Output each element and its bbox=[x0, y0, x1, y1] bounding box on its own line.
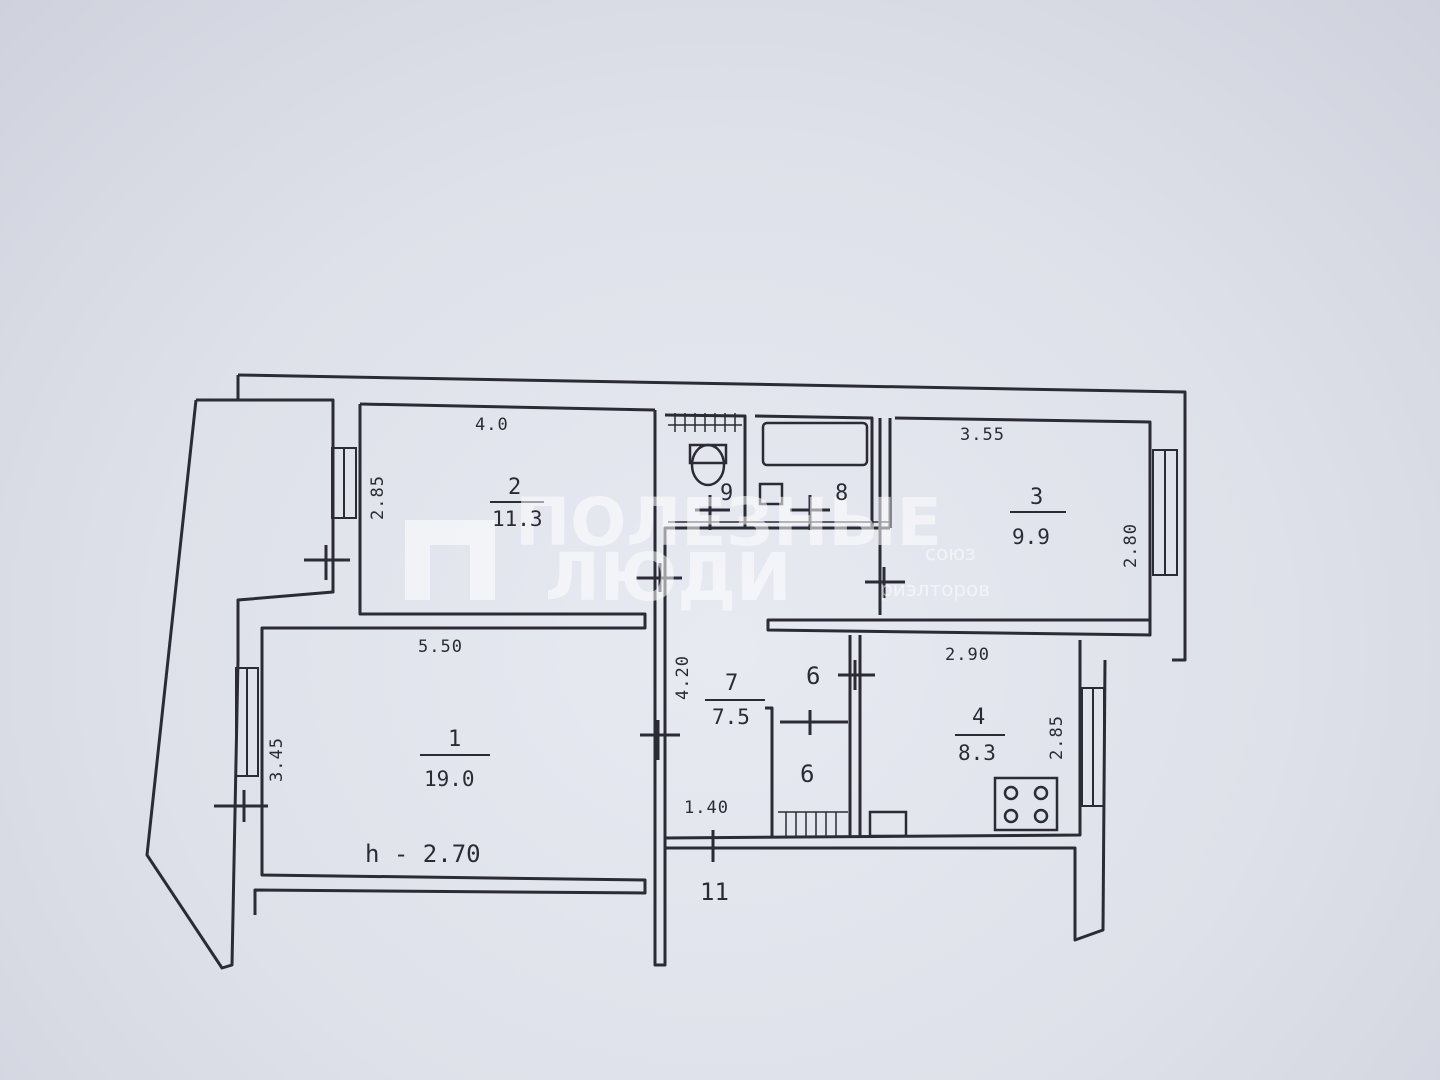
sink-icon bbox=[758, 482, 784, 506]
room-1-number: 1 bbox=[448, 727, 461, 752]
room-2-number: 2 bbox=[508, 475, 521, 500]
room-2-area: 11.3 bbox=[492, 507, 543, 531]
corridor-width: 1.40 bbox=[684, 798, 729, 818]
door-marks bbox=[214, 495, 905, 862]
kitchen-depth: 2.85 bbox=[1047, 715, 1067, 760]
kitchen-width: 2.90 bbox=[945, 645, 990, 665]
walls bbox=[145, 373, 1187, 970]
corridor-number: 7 bbox=[725, 671, 738, 696]
watermark-line-3: союз bbox=[925, 541, 976, 565]
fixtures bbox=[688, 421, 1059, 838]
watermark-line-4: риэлторов bbox=[880, 577, 990, 601]
entrance-number: 11 bbox=[700, 878, 729, 906]
room-3-area: 9.9 bbox=[1012, 525, 1050, 549]
stove-icon bbox=[993, 776, 1059, 832]
room-3-depth: 2.80 bbox=[1121, 523, 1141, 568]
bath-number: 8 bbox=[835, 481, 848, 506]
kitchen-walls bbox=[663, 640, 1107, 942]
kitchen-area: 8.3 bbox=[958, 741, 996, 765]
room-1-area: 19.0 bbox=[424, 767, 475, 791]
corridor-walls bbox=[653, 410, 890, 967]
corridor-area: 7.5 bbox=[712, 705, 750, 729]
watermark-line-2: ЛЮДИ bbox=[545, 539, 791, 616]
balcony-outline bbox=[145, 398, 335, 970]
watermark-line-1: ПОЛЕЗНЫЕ bbox=[515, 484, 942, 561]
fraction-lines bbox=[420, 501, 1066, 756]
room-2-depth: 2.85 bbox=[368, 475, 388, 520]
ceiling-height: h - 2.70 bbox=[365, 840, 481, 868]
watermark-logo bbox=[405, 520, 495, 600]
room-2-width: 4.0 bbox=[475, 415, 509, 435]
closet-walls bbox=[765, 635, 862, 838]
room-1-depth: 3.45 bbox=[267, 737, 287, 782]
corridor-depth: 4.20 bbox=[673, 655, 693, 700]
kitchen-number: 4 bbox=[972, 705, 985, 730]
kitchen-sink-icon bbox=[868, 810, 908, 838]
bathtub-icon bbox=[761, 421, 869, 467]
room-1-width: 5.50 bbox=[418, 637, 463, 657]
windows bbox=[235, 447, 1178, 807]
closet-bottom-number: 6 bbox=[800, 760, 814, 788]
room-3-number: 3 bbox=[1030, 485, 1043, 510]
room-3-walls bbox=[766, 416, 1152, 637]
closet-top-number: 6 bbox=[806, 662, 820, 690]
watermark: ПОЛЕЗНЫЕ ЛЮДИ союз риэлторов bbox=[405, 484, 990, 616]
wc-number: 9 bbox=[720, 481, 733, 506]
toilet-icon bbox=[690, 443, 726, 487]
room-1-walls bbox=[253, 628, 647, 915]
wc-walls bbox=[664, 413, 747, 528]
bath-walls bbox=[754, 414, 874, 528]
tile-hatching bbox=[668, 413, 890, 836]
room-3-width: 3.55 bbox=[960, 425, 1005, 445]
outer-wall-top bbox=[237, 373, 1187, 662]
